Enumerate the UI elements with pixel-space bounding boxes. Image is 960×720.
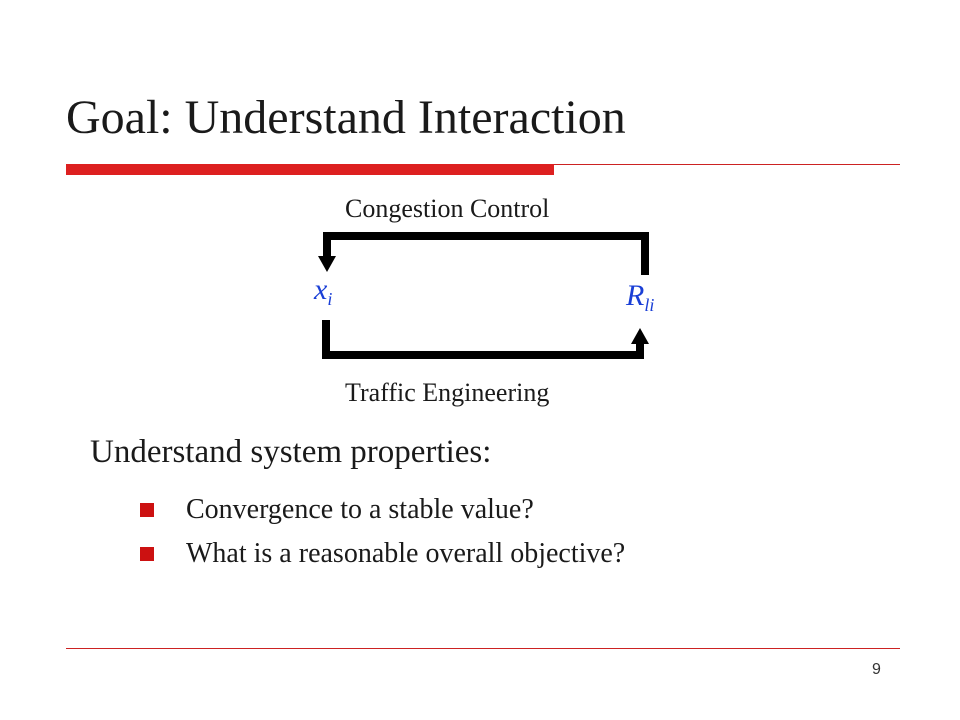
page-number: 9 xyxy=(872,661,881,678)
top-feedback-arrow xyxy=(323,232,649,275)
bullet-list: Convergence to a stable value? What is a… xyxy=(140,488,625,576)
rate-variable-x-i: xi xyxy=(314,273,333,310)
slide-title: Goal: Understand Interaction xyxy=(66,91,626,144)
bullet-item: What is a reasonable overall objective? xyxy=(140,532,625,576)
section-heading: Understand system properties: xyxy=(90,434,492,470)
bottom-feedback-arrow xyxy=(322,320,644,359)
bullet-text: Convergence to a stable value? xyxy=(186,494,534,525)
routing-variable-r-li: Rli xyxy=(626,279,655,316)
traffic-engineering-label: Traffic Engineering xyxy=(345,378,550,407)
footer-divider-line xyxy=(66,648,900,649)
bullet-text: What is a reasonable overall objective? xyxy=(186,538,626,569)
bottom-arrowhead xyxy=(631,328,649,344)
bullet-item: Convergence to a stable value? xyxy=(140,488,625,532)
square-bullet-icon xyxy=(140,547,154,561)
top-arrowhead xyxy=(318,256,336,272)
square-bullet-icon xyxy=(140,503,154,517)
title-accent-bar xyxy=(66,164,554,175)
congestion-control-label: Congestion Control xyxy=(345,194,550,223)
